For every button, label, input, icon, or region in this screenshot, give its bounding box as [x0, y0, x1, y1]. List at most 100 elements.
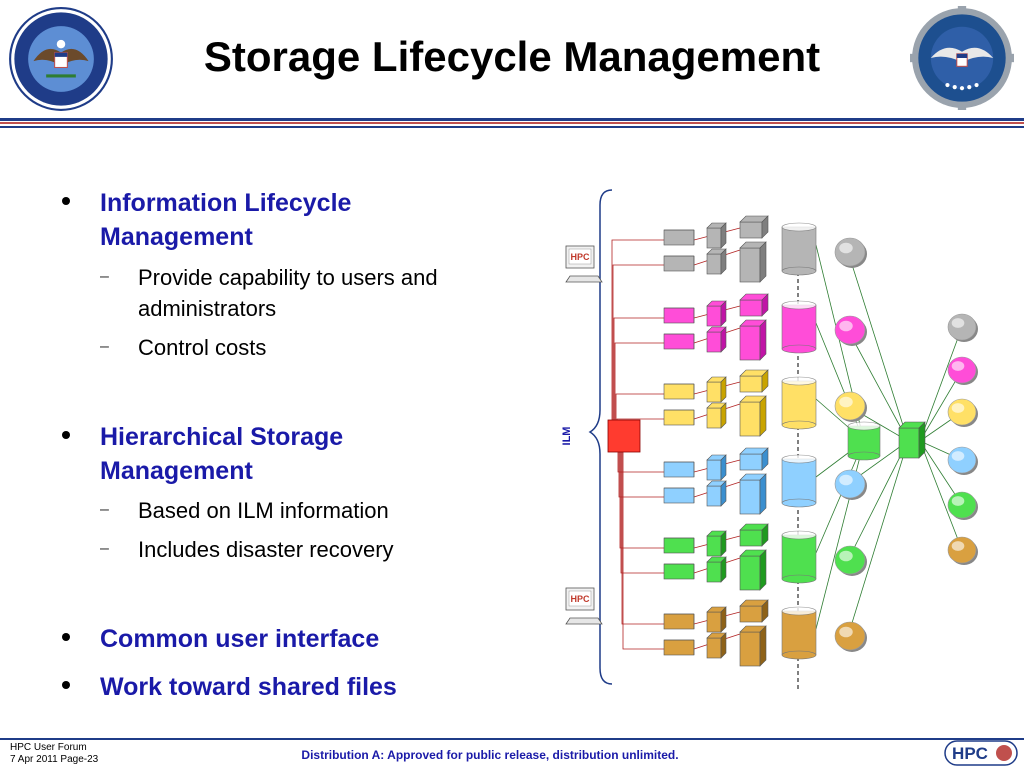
box-face	[663, 461, 695, 478]
network-line	[919, 326, 963, 442]
storage-unit	[739, 447, 769, 471]
cylinder-bottom	[847, 451, 881, 461]
disc-highlight	[839, 550, 853, 562]
box-face	[706, 227, 722, 249]
drive-unit	[706, 556, 727, 583]
disc-highlight	[839, 396, 853, 408]
storage-tower	[739, 319, 767, 361]
network-switch	[898, 421, 926, 459]
drive-box	[663, 307, 695, 324]
drive-unit	[706, 530, 727, 557]
cylinder-bottom	[781, 344, 817, 354]
bullet-text: Work toward shared files	[100, 673, 397, 701]
box-side	[759, 625, 767, 667]
footer-event: HPC User Forum	[10, 742, 87, 753]
box-face	[706, 253, 722, 275]
storage-unit	[739, 599, 769, 623]
disc-highlight	[951, 541, 965, 551]
network-line	[847, 251, 909, 442]
disc-highlight	[951, 318, 965, 328]
ilm-label: ILM	[561, 427, 573, 446]
ilm-hub-box	[607, 419, 641, 453]
sub-bullet-text: Includes disaster recovery	[138, 537, 394, 562]
hpc-computer-label: HPC	[570, 594, 590, 604]
dash-marker-icon: –	[100, 540, 109, 557]
disc-face	[947, 398, 977, 426]
bullet-dot-icon	[62, 633, 70, 641]
network-line	[815, 440, 865, 630]
drive-box	[663, 563, 695, 580]
drive-box	[663, 255, 695, 272]
cylinder-top	[781, 376, 817, 386]
box-face	[663, 409, 695, 426]
archive-disc	[947, 491, 978, 520]
drive-box	[663, 461, 695, 478]
drive-box	[663, 487, 695, 504]
asdre-seal-logo	[910, 6, 1014, 110]
storage-disc	[834, 621, 867, 652]
network-line	[919, 440, 963, 551]
network-line	[847, 440, 909, 561]
box-face	[706, 561, 722, 583]
cylinder-bottom	[781, 420, 817, 430]
box-side	[720, 376, 727, 403]
cylinder-top	[781, 222, 817, 232]
storage-unit	[739, 369, 769, 393]
keyboard	[565, 617, 603, 625]
storage-unit	[739, 293, 769, 317]
monitor-screen	[568, 590, 592, 607]
ilm-brace	[588, 189, 613, 685]
storage-tower	[739, 473, 767, 515]
box-side	[759, 549, 767, 591]
bullet-text: Common user interface	[100, 625, 380, 653]
footer-rule	[0, 738, 1024, 740]
storage-cylinder	[781, 222, 817, 276]
storage-tower	[739, 241, 767, 283]
box-face	[706, 381, 722, 403]
box-side	[720, 480, 727, 507]
storage-cylinder	[781, 376, 817, 430]
drive-unit	[706, 606, 727, 633]
cylinder-body	[781, 534, 817, 580]
cylinder-body	[781, 304, 817, 350]
box-side	[759, 241, 767, 283]
box-side	[761, 523, 769, 547]
box-side	[720, 556, 727, 583]
disc-face	[947, 446, 977, 474]
data-flow-line	[619, 435, 664, 549]
data-flow-line	[613, 317, 664, 437]
cylinder-bottom	[781, 650, 817, 660]
header-rule-bottom	[0, 126, 1024, 128]
disc-highlight	[839, 626, 853, 638]
box-face	[739, 453, 763, 471]
storage-cylinder	[781, 300, 817, 354]
box-side	[720, 606, 727, 633]
box-face	[663, 255, 695, 272]
dash-marker-icon: –	[100, 338, 109, 355]
sub-bullet-text: Based on ILM information	[138, 498, 389, 523]
storage-hierarchy-diagram: ILM HPC HPC	[561, 189, 978, 690]
archive-disc	[947, 313, 978, 342]
drive-unit	[706, 402, 727, 429]
box-side	[720, 530, 727, 557]
box-face	[663, 333, 695, 350]
hpc-computer-icon: HPC	[565, 245, 603, 283]
box-side	[761, 215, 769, 239]
hpc-computer-icon: HPC	[565, 587, 603, 625]
cylinder-body	[781, 380, 817, 426]
drive-box	[663, 229, 695, 246]
box-side	[720, 632, 727, 659]
box-face	[706, 459, 722, 481]
data-flow-line	[620, 435, 664, 574]
cylinder-bottom	[781, 498, 817, 508]
drive-unit	[706, 480, 727, 507]
drive-unit	[706, 632, 727, 659]
hpc-logo-text: HPC	[952, 744, 988, 763]
cylinder-bottom	[781, 266, 817, 276]
box-face	[739, 555, 761, 591]
disc-highlight	[951, 361, 965, 371]
cylinder-body	[781, 226, 817, 272]
drive-box	[663, 537, 695, 554]
drive-unit	[706, 300, 727, 327]
diagram-shapes	[607, 215, 978, 667]
